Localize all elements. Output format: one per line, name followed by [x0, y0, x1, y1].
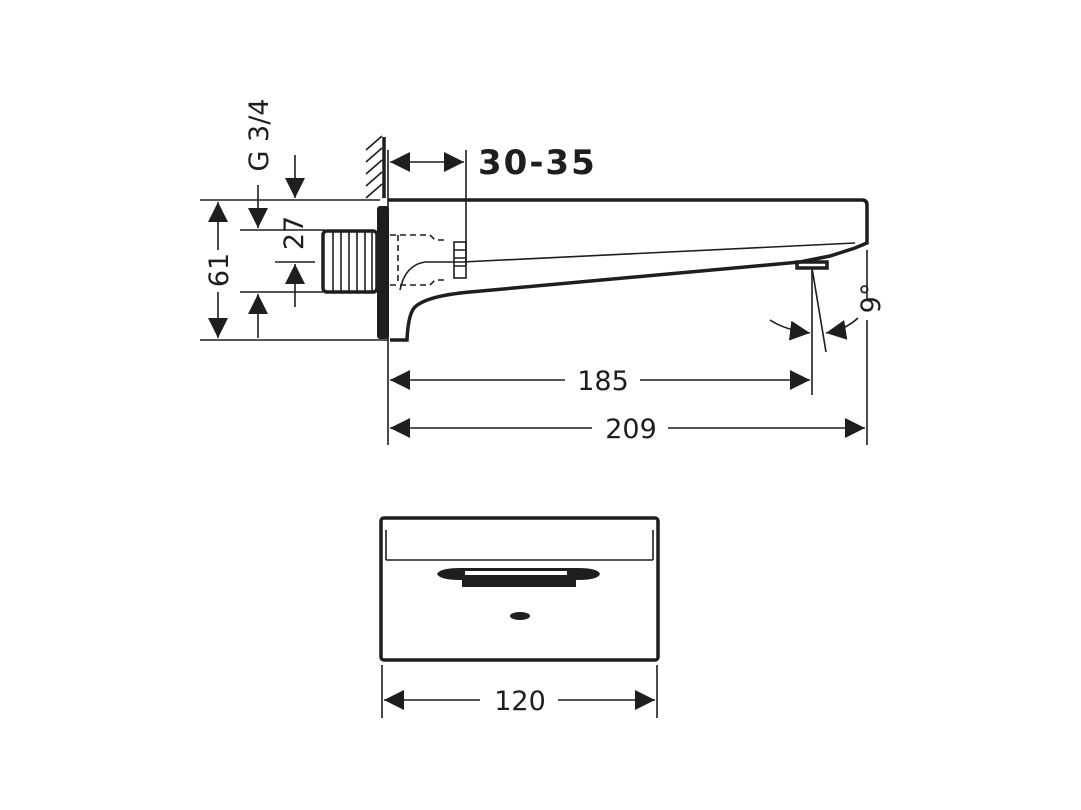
spout-outline — [321, 198, 869, 342]
wall-flange — [377, 206, 389, 339]
dimension-label-angle: 9° — [856, 283, 887, 314]
dimension-label-wall-distance: 30-35 — [478, 143, 597, 183]
dimension-label-thread: G 3/4 — [244, 99, 275, 172]
thread-connector — [321, 229, 379, 294]
front-view: 120 — [379, 516, 660, 718]
side-view: 30-35 61 G 3/4 27 9° 185 209 — [200, 99, 887, 445]
dimension-label-projection: 209 — [605, 414, 657, 445]
wall — [365, 135, 386, 199]
dimension-label-outlet-height: 27 — [279, 216, 310, 250]
dimension-label-width: 120 — [494, 686, 546, 717]
dimension-label-outlet-distance: 185 — [577, 366, 629, 397]
dimension-label-height: 61 — [204, 253, 235, 287]
